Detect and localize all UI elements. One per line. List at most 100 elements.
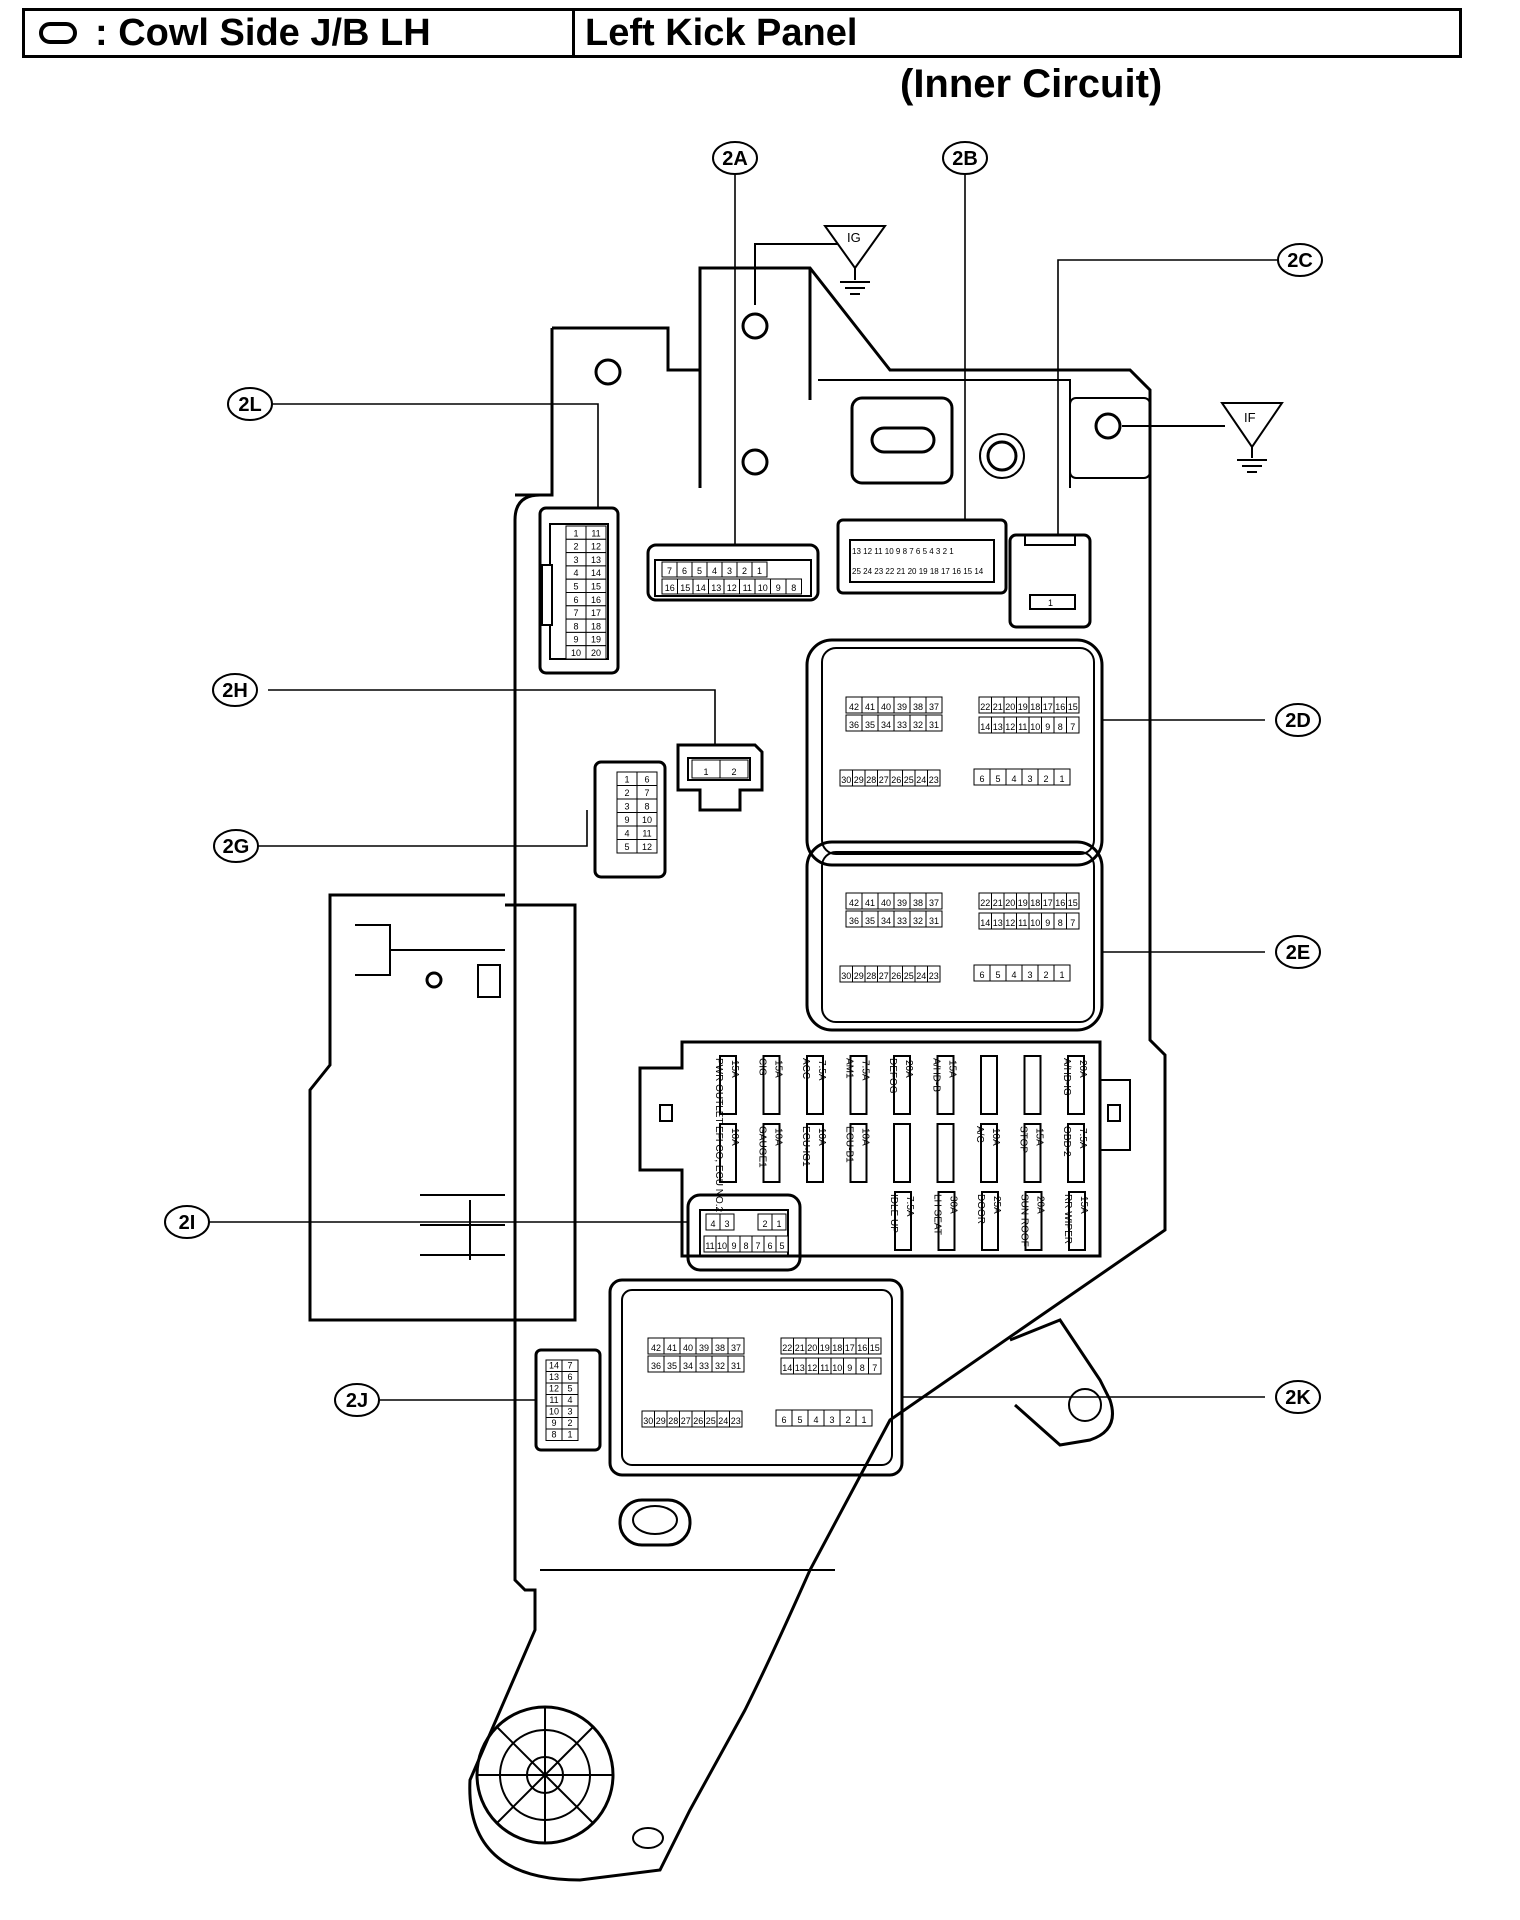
fuse-amp: 10A [990, 1128, 1001, 1146]
pins-2E-r4-pin: 11 [1018, 918, 1027, 928]
pins-2K-r4-pin: 12 [807, 1363, 817, 1373]
pins-2K-r4-pin: 13 [795, 1363, 805, 1373]
pins-2K-r2-pin: 31 [731, 1361, 741, 1371]
connector-2L-pin: 10 [571, 648, 581, 658]
connector-2A-top-pin: 2 [742, 566, 747, 576]
header-bar: : Cowl Side J/B LH Left Kick Panel [22, 8, 1462, 58]
connector-2J-pin: 13 [549, 1372, 559, 1382]
pins-2E-r1-pin: 42 [849, 898, 859, 908]
fuse-amp: 15A [1078, 1196, 1089, 1214]
pins-2E-r2-pin: 31 [929, 916, 939, 926]
fuse-amp: 20A [1077, 1060, 1088, 1078]
pins-2K-r5-cell [729, 1410, 743, 1428]
pins-2D-r2-pin: 34 [881, 720, 891, 730]
fuse-amp: 20A [1035, 1196, 1046, 1214]
connector-2L-pin: 12 [591, 542, 601, 552]
pins-2D-r3-pin: 17 [1043, 702, 1053, 712]
header-symbol-cell: : Cowl Side J/B LH [25, 11, 575, 55]
connector-2I-bottom-cell [775, 1235, 789, 1253]
fuse-amp: 10A [860, 1128, 871, 1146]
connector-2J-pin: 10 [549, 1407, 559, 1417]
fuse-name: PWR OUTLET [713, 1058, 724, 1124]
connector-2I-top-pin: 1 [776, 1219, 781, 1229]
connector-2A-top-pin: 1 [757, 566, 762, 576]
connector-2A-top-pin: 5 [697, 566, 702, 576]
connector-2G-pin: 11 [642, 829, 651, 839]
pins-2K-r1-cell [727, 1337, 745, 1355]
pins-2K-r3-pin: 22 [782, 1343, 792, 1353]
pins-2E-r6-pin: 3 [1027, 970, 1032, 980]
callout-2A: 2A [712, 141, 758, 175]
connector-2L-pin: 9 [573, 635, 578, 645]
fuse-amp: 25A [991, 1196, 1002, 1214]
pins-2K-r5-pin: 26 [693, 1416, 703, 1426]
fuse-amp: 15A [773, 1060, 784, 1078]
connector-2J-pin: 11 [549, 1395, 558, 1405]
pins-2E-r1-pin: 41 [865, 898, 875, 908]
connector-2A-bottom-pin: 12 [727, 583, 737, 593]
fuse-name: GAUGE1 [757, 1126, 768, 1168]
connector-2I-bottom-pin: 8 [743, 1241, 748, 1251]
pins-2K-r1-pin: 42 [651, 1343, 661, 1353]
pins-2E-r5-pin: 28 [866, 971, 876, 981]
pins-2K-r3-pin: 15 [870, 1343, 880, 1353]
connector-2L-pin: 3 [573, 555, 578, 565]
pins-2D-r1-pin: 37 [929, 702, 939, 712]
connector-2A [646, 543, 820, 602]
connector-2J-pin: 7 [567, 1361, 572, 1371]
connector-2H-pin: 2 [731, 767, 736, 777]
fuse-name: ACC [800, 1058, 811, 1079]
fuse-row2-4 [893, 1123, 911, 1183]
pins-2D-r2-pin: 32 [913, 720, 923, 730]
header-location: Left Kick Panel [585, 11, 858, 54]
connector-2K [608, 1278, 904, 1477]
connector-2A-bottom-pin: 16 [665, 583, 675, 593]
pins-2D-r6-cell [1053, 768, 1071, 786]
pins-2E-r3-pin: 17 [1043, 898, 1053, 908]
top-rib [818, 379, 1071, 488]
fuse-block [638, 1040, 1102, 1258]
pins-2E-r6-pin: 5 [995, 970, 1000, 980]
fuse-row2-5 [936, 1123, 955, 1183]
side-bracket [1009, 1318, 1114, 1447]
pins-2E-r3-pin: 22 [980, 898, 990, 908]
connector-2G-pin: 4 [624, 829, 629, 839]
connector-2G-pin: 8 [644, 802, 649, 812]
relay-clip [477, 964, 501, 998]
connector-2L [538, 506, 620, 675]
pins-2E-r5-pin: 24 [916, 971, 926, 981]
callout-2J: 2J [334, 1383, 380, 1417]
connector-2A-top-pin: 6 [682, 566, 687, 576]
pins-2K-r4-pin: 8 [860, 1363, 865, 1373]
pins-2E-r4-pin: 14 [980, 918, 990, 928]
pins-2E-r3-pin: 21 [993, 898, 1003, 908]
header-location-cell: Left Kick Panel [575, 11, 857, 55]
fuse-amp: 20A [903, 1060, 914, 1078]
small-hole [632, 1827, 664, 1849]
connector-2J-pin: 2 [567, 1418, 572, 1428]
connector-2I-top-pin: 4 [710, 1219, 715, 1229]
fuse-amp: 30A [948, 1196, 959, 1214]
svg-text:1: 1 [1048, 598, 1053, 608]
pins-2K-r5-pin: 28 [668, 1416, 678, 1426]
pins-2K-r2-pin: 33 [699, 1361, 709, 1371]
fuse-amp: 15A [947, 1060, 958, 1078]
pins-2E-r3-pin: 19 [1018, 898, 1028, 908]
fuse-row1-7 [1023, 1055, 1042, 1115]
pins-2D-r1-cell [925, 696, 943, 714]
fuse-amp: 7.5A [904, 1196, 915, 1217]
pins-2D-r6-pin: 6 [979, 774, 984, 784]
pins-2D-r2-pin: 33 [897, 720, 907, 730]
pins-2E-r4-pin: 12 [1005, 918, 1015, 928]
pins-2K-r3-pin: 21 [795, 1343, 805, 1353]
connector-2I-bottom-pin: 9 [731, 1241, 736, 1251]
